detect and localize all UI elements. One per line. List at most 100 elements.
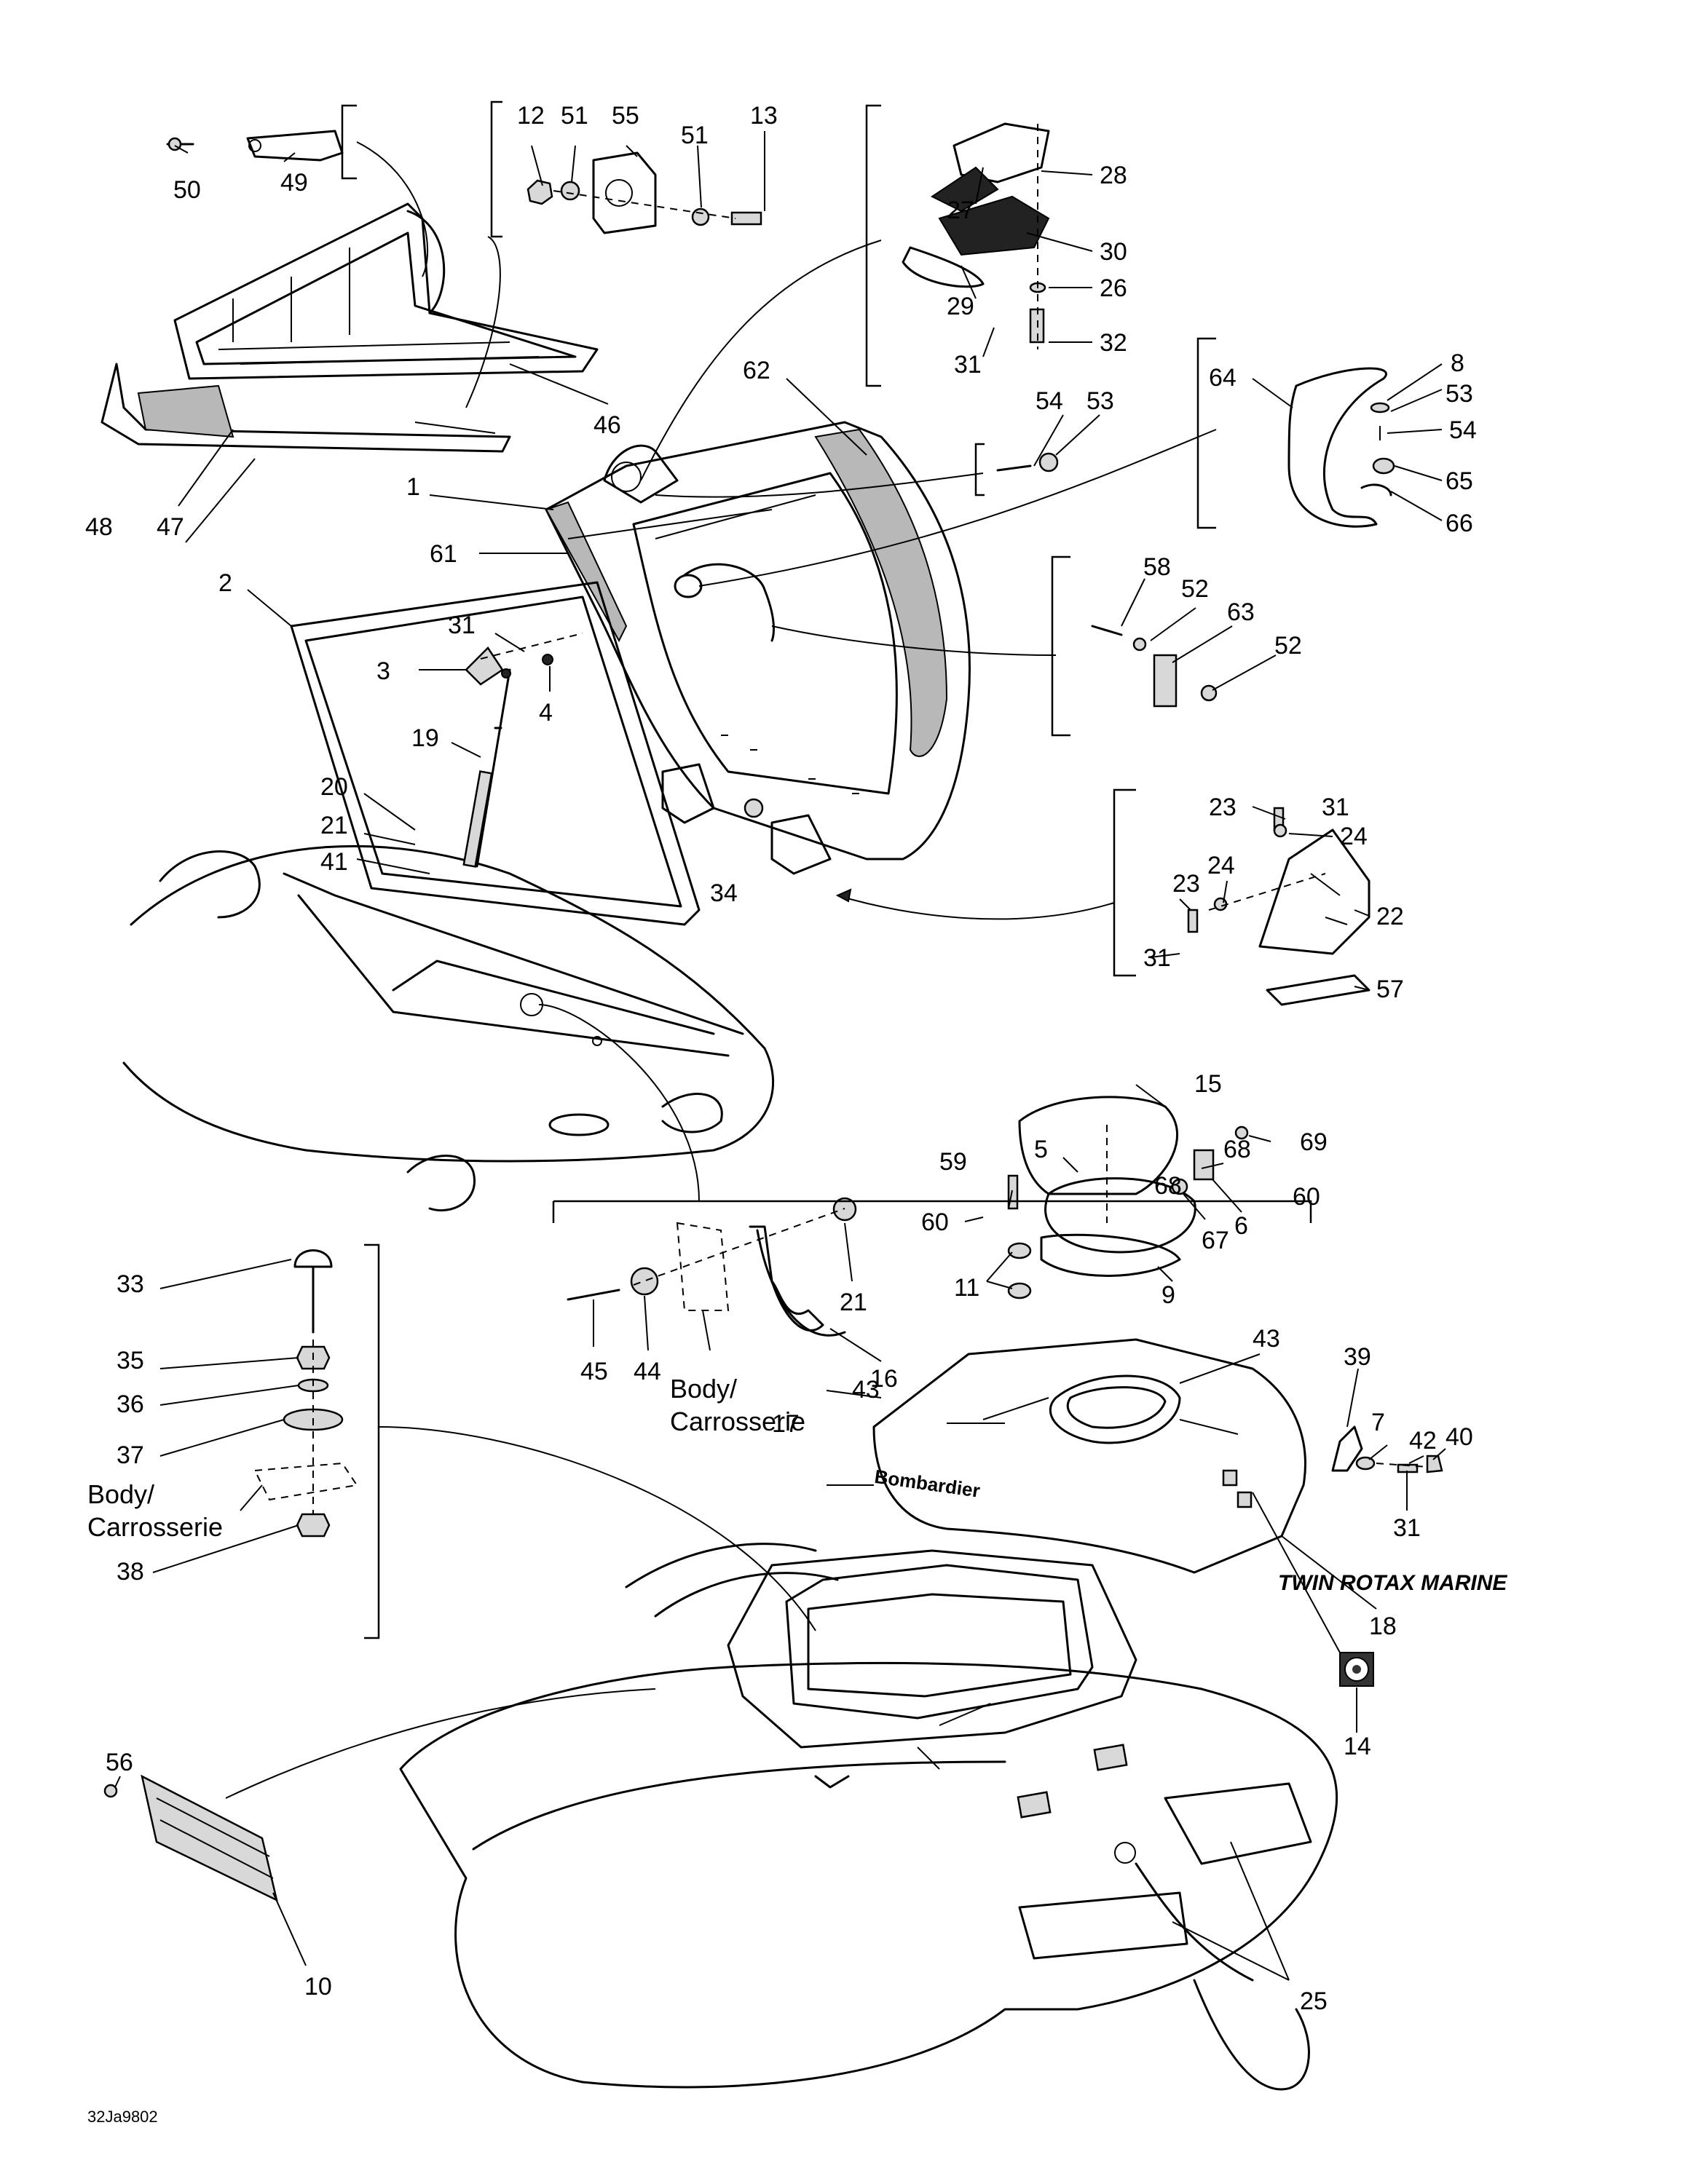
callout-19: 19: [411, 724, 439, 752]
callout-65: 65: [1446, 467, 1473, 495]
callout-49: 49: [280, 169, 308, 197]
callout-53-mid: 53: [1086, 387, 1114, 415]
callout-51-right: 51: [681, 122, 709, 149]
latch-hardware: [526, 151, 762, 234]
callout-40: 40: [1446, 1423, 1473, 1451]
callout-47: 47: [157, 513, 184, 541]
cover-hinges: [661, 763, 832, 875]
brand-decal: Bombardier: [873, 1465, 982, 1502]
callout-5: 5: [1034, 1136, 1048, 1163]
callout-51-left: 51: [561, 102, 588, 130]
callout-23-bottom: 23: [1172, 870, 1200, 898]
callout-3: 3: [376, 657, 390, 685]
catch-assembly: [902, 122, 1050, 349]
gasket: [290, 581, 701, 926]
callout-17: 17: [772, 1410, 800, 1438]
parts-drawing: Bombardier TWIN ROTAX MARINE: [100, 122, 1507, 2091]
callout-39: 39: [1344, 1343, 1371, 1371]
gas-strut: [462, 633, 583, 868]
figure-reference: 32Ja9802: [87, 2108, 158, 2126]
callout-68-top: 68: [1223, 1136, 1251, 1163]
body-note-strap-line1: Body/: [670, 1374, 737, 1404]
callout-54-right: 54: [1449, 416, 1477, 444]
callout-34: 34: [710, 879, 738, 907]
callout-32: 32: [1100, 329, 1127, 357]
hull-body: [399, 1543, 1338, 2091]
callout-42: 42: [1409, 1427, 1437, 1455]
callout-38: 38: [117, 1558, 144, 1586]
callout-63: 63: [1227, 598, 1255, 626]
callout-52-right: 52: [1274, 632, 1302, 660]
hull-side-view: [122, 844, 775, 1212]
callout-18: 18: [1369, 1613, 1397, 1640]
callout-43-left: 43: [852, 1376, 880, 1404]
callout-1: 1: [406, 473, 420, 501]
callout-7: 7: [1371, 1409, 1385, 1436]
callout-29: 29: [947, 293, 974, 320]
callout-23-top: 23: [1209, 794, 1237, 821]
body-note-strap-line2: Carrosserie: [670, 1406, 805, 1436]
callout-69: 69: [1300, 1128, 1328, 1156]
callout-31-hinge-bottom: 31: [1143, 944, 1171, 972]
callout-62: 62: [743, 357, 770, 384]
callout-64: 64: [1209, 364, 1237, 392]
lever-and-screw: [166, 130, 344, 162]
bumper-assembly: [996, 367, 1395, 528]
stop-plate: [1091, 625, 1218, 708]
body-notes: Body/ Carrosserie Body/ Carrosserie: [87, 1374, 805, 1542]
intake-grate: [103, 1774, 278, 1902]
callout-8: 8: [1451, 349, 1464, 377]
callout-13: 13: [750, 102, 778, 130]
callout-2: 2: [218, 569, 232, 597]
callout-31-left: 31: [448, 612, 476, 639]
callout-57: 57: [1376, 976, 1404, 1003]
callout-67: 67: [1202, 1227, 1229, 1254]
callout-53-right: 53: [1446, 380, 1473, 408]
callout-31-top: 31: [954, 351, 982, 379]
callout-20: 20: [320, 773, 348, 801]
callout-31-hinge-top: 31: [1322, 794, 1349, 821]
console-cover: Bombardier: [872, 1338, 1443, 1574]
callout-36: 36: [117, 1390, 144, 1418]
callout-68-left: 68: [1154, 1172, 1182, 1200]
body-note-bolt-line2: Carrosserie: [87, 1512, 223, 1542]
callout-14: 14: [1344, 1733, 1371, 1760]
callout-11: 11: [954, 1274, 979, 1302]
callout-25: 25: [1300, 1987, 1328, 2015]
callout-52-top: 52: [1181, 575, 1209, 603]
callout-6: 6: [1234, 1212, 1248, 1240]
callout-31-console: 31: [1393, 1514, 1421, 1542]
callout-56: 56: [106, 1749, 133, 1776]
callout-12: 12: [517, 102, 545, 130]
callout-54-mid: 54: [1036, 387, 1063, 415]
callout-26: 26: [1100, 274, 1127, 302]
callout-50: 50: [173, 176, 201, 204]
callout-30: 30: [1100, 238, 1127, 266]
callout-45: 45: [580, 1358, 608, 1385]
callout-44: 44: [634, 1358, 661, 1385]
callout-24-top: 24: [1340, 823, 1368, 850]
callout-37: 37: [117, 1441, 144, 1469]
callout-58: 58: [1143, 553, 1171, 581]
callout-61: 61: [430, 540, 457, 568]
emblem: [1339, 1652, 1374, 1687]
callout-16: 16: [870, 1365, 898, 1393]
callout-59: 59: [939, 1148, 967, 1176]
callout-4: 4: [539, 699, 553, 727]
callout-27: 27: [947, 197, 974, 224]
callout-21-right: 21: [840, 1289, 867, 1316]
callout-33: 33: [117, 1270, 144, 1298]
callout-10: 10: [304, 1973, 332, 2001]
callout-60-right: 60: [1293, 1183, 1320, 1211]
leader-lines: [114, 100, 1446, 1981]
vent-assembly: [1007, 1096, 1249, 1299]
bolt-stack: [253, 1249, 358, 1538]
callout-22: 22: [1376, 903, 1404, 930]
callout-60-left: 60: [921, 1208, 949, 1236]
callout-labels: 1 2 3 4 5 6 7 8 9 10 11 12 13 14 15 16 1…: [85, 102, 1477, 2015]
strap-assembly: [567, 1197, 857, 1337]
callout-24-bottom: 24: [1207, 852, 1235, 879]
glovebox-liner: [100, 202, 599, 453]
callout-28: 28: [1100, 162, 1127, 189]
